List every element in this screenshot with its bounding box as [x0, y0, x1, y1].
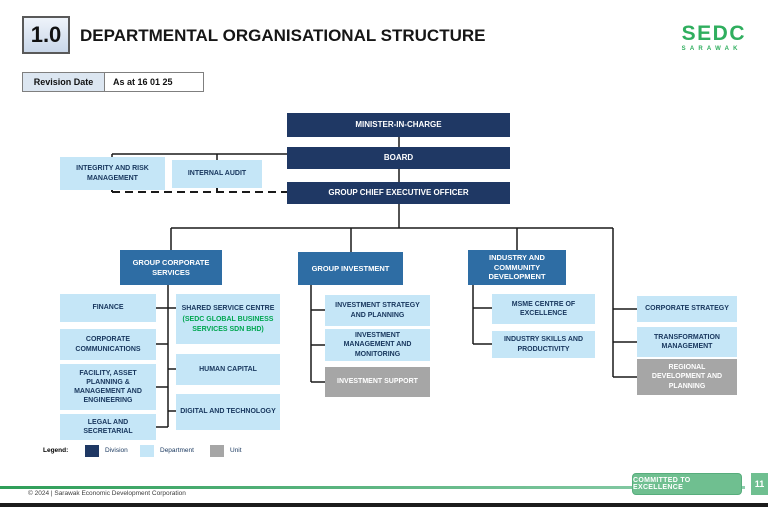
org-node-group-corporate-services: GROUP CORPORATE SERVICES: [120, 250, 222, 285]
org-node-msme-centre-of-excellence: MSME CENTRE OF EXCELLENCE: [492, 294, 595, 324]
org-node-finance: FINANCE: [60, 294, 156, 322]
legend-unit-swatch: [210, 445, 224, 457]
footer-divider-line: [0, 486, 745, 489]
section-number-box: 1.0: [22, 16, 70, 54]
legend-department-label: Department: [160, 447, 194, 454]
copyright-text: © 2024 | Sarawak Economic Development Co…: [28, 490, 186, 497]
org-node-internal-audit: INTERNAL AUDIT: [172, 160, 262, 188]
shared-service-centre-subtitle: (SEDC GLOBAL BUSINESS SERVICES SDN BHD): [182, 316, 274, 333]
org-node-shared-service-centre: SHARED SERVICE CENTRE (SEDC GLOBAL BUSIN…: [176, 294, 280, 344]
legend-unit-label: Unit: [230, 447, 242, 454]
org-node-board: BOARD: [287, 147, 510, 169]
org-node-industry-skills-productivity: INDUSTRY SKILLS AND PRODUCTIVITY: [492, 331, 595, 358]
legend-label: Legend:: [43, 447, 69, 454]
page-title: DEPARTMENTAL ORGANISATIONAL STRUCTURE: [80, 26, 486, 45]
org-node-transformation-management: TRANSFORMATION MANAGEMENT: [637, 327, 737, 357]
org-node-digital-technology: DIGITAL AND TECHNOLOGY: [176, 394, 280, 430]
legend-division-swatch: [85, 445, 99, 457]
logo-text: SEDC: [681, 22, 746, 45]
org-node-group-ceo: GROUP CHIEF EXECUTIVE OFFICER: [287, 182, 510, 204]
page-number: 11: [751, 473, 768, 495]
org-node-facility-asset-planning: FACILITY, ASSET PLANNING & MANAGEMENT AN…: [60, 364, 156, 410]
org-node-legal-secretarial: LEGAL AND SECRETARIAL: [60, 414, 156, 440]
shared-service-centre-title: SHARED SERVICE CENTRE: [181, 305, 275, 313]
revision-date-table: Revision Date As at 16 01 25: [22, 72, 204, 92]
org-node-minister-in-charge: MINISTER-IN-CHARGE: [287, 113, 510, 137]
window-bottom-edge: [0, 503, 768, 507]
legend-division-label: Division: [105, 447, 128, 454]
sedc-logo: SEDC SARAWAK: [682, 23, 746, 52]
org-node-integrity-risk-management: INTEGRITY AND RISK MANAGEMENT: [60, 157, 165, 190]
org-node-corporate-communications: CORPORATE COMMUNICATIONS: [60, 329, 156, 360]
revision-date-value: As at 16 01 25: [105, 72, 204, 92]
legend-department-swatch: [140, 445, 154, 457]
logo-subtext: SARAWAK: [681, 46, 742, 52]
org-node-investment-management-monitoring: INVESTMENT MANAGEMENT AND MONITORING: [325, 329, 430, 361]
committed-to-excellence-badge: COMMITTED TO EXCELLENCE: [632, 473, 742, 495]
org-node-regional-development-planning: REGIONAL DEVELOPMENT AND PLANNING: [637, 359, 737, 395]
org-node-industry-community-development: INDUSTRY AND COMMUNITY DEVELOPMENT: [468, 250, 566, 285]
org-node-corporate-strategy: CORPORATE STRATEGY: [637, 296, 737, 322]
org-node-investment-support: INVESTMENT SUPPORT: [325, 367, 430, 397]
org-node-investment-strategy-planning: INVESTMENT STRATEGY AND PLANNING: [325, 295, 430, 326]
org-node-group-investment: GROUP INVESTMENT: [298, 252, 403, 285]
org-node-human-capital: HUMAN CAPITAL: [176, 354, 280, 385]
revision-date-label: Revision Date: [22, 72, 105, 92]
